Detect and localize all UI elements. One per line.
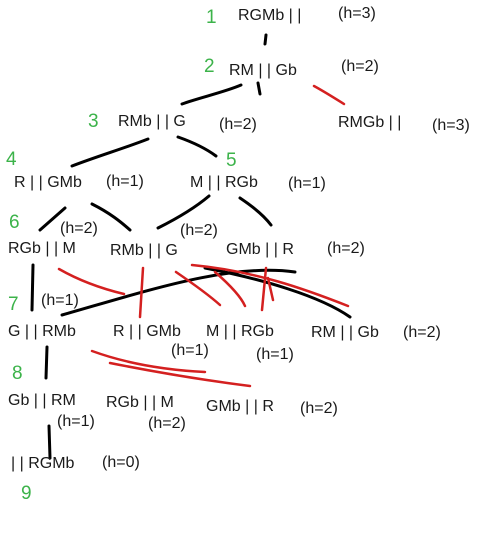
red-strike-2 <box>57 267 126 296</box>
step-number-3: 3 <box>88 111 99 132</box>
red-cross-outs <box>57 84 350 388</box>
node-heuristic: (h=0) <box>102 454 140 471</box>
node-state: RMb | | G <box>110 242 178 259</box>
node-state: Gb | | RM <box>8 392 76 409</box>
node-heuristic: (h=3) <box>432 117 470 134</box>
node-state: GMb | | R <box>206 398 274 415</box>
tree-edge-13 <box>44 345 49 380</box>
tree-edge-3 <box>256 81 262 96</box>
black-edges <box>30 33 352 460</box>
tree-edge-2 <box>180 83 243 106</box>
node-state: RMb | | G <box>118 113 186 130</box>
node-heuristic: (h=1) <box>106 173 144 190</box>
node-state: G | | RMb <box>8 323 76 340</box>
red-strike-10 <box>108 361 252 388</box>
tree-edge-7 <box>90 202 132 232</box>
node-state: RM | | Gb <box>311 324 379 341</box>
node-heuristic: (h=2) <box>180 222 218 239</box>
red-strike-7 <box>260 266 268 312</box>
step-number-9: 9 <box>21 483 32 504</box>
node-heuristic: (h=2) <box>148 415 186 432</box>
step-number-8: 8 <box>12 363 23 384</box>
node-state: RGb | | M <box>106 394 174 411</box>
tree-edge-4 <box>70 137 150 168</box>
red-strike-6 <box>213 270 247 308</box>
node-state: M | | RGb <box>206 323 274 340</box>
step-number-2: 2 <box>204 56 215 77</box>
node-state: GMb | | R <box>226 241 294 258</box>
node-heuristic: (h=1) <box>256 346 294 363</box>
node-state: RGMb | | <box>238 7 302 24</box>
node-state: | | RGMb <box>11 455 75 472</box>
node-heuristic: (h=2) <box>219 116 257 133</box>
tree-edge-12 <box>203 266 352 319</box>
node-state: R | | GMb <box>14 174 82 191</box>
tree-edge-6 <box>38 206 67 232</box>
node-heuristic: (h=2) <box>327 240 365 257</box>
node-heuristic: (h=1) <box>41 292 79 309</box>
step-number-1: 1 <box>206 7 217 28</box>
node-heuristic: (h=3) <box>338 5 376 22</box>
red-strike-3 <box>138 266 145 319</box>
tree-edge-10 <box>30 263 35 312</box>
node-heuristic: (h=2) <box>403 324 441 341</box>
tree-edge-1 <box>263 33 268 46</box>
node-state: RMGb | | <box>338 114 402 131</box>
red-strike-5 <box>174 270 222 307</box>
node-heuristic: (h=2) <box>60 220 98 237</box>
node-state: R | | GMb <box>113 323 181 340</box>
node-heuristic: (h=1) <box>171 342 209 359</box>
node-state: RGb | | M <box>8 240 76 257</box>
tree-edge-9 <box>238 196 273 227</box>
node-heuristic: (h=1) <box>288 175 326 192</box>
node-state: M | | RGb <box>190 174 258 191</box>
node-heuristic: (h=2) <box>300 400 338 417</box>
red-strike-4 <box>190 263 350 308</box>
step-number-5: 5 <box>226 150 237 171</box>
tree-edge-8 <box>156 194 211 230</box>
step-number-6: 6 <box>9 212 20 233</box>
step-number-7: 7 <box>8 294 19 315</box>
step-number-4: 4 <box>6 149 17 170</box>
tree-edge-5 <box>176 135 218 158</box>
red-strike-8 <box>266 276 275 302</box>
tree-edge-14 <box>47 424 52 460</box>
node-heuristic: (h=2) <box>341 58 379 75</box>
node-heuristic: (h=1) <box>57 413 95 430</box>
red-strike-9 <box>90 349 207 374</box>
red-strike-1 <box>312 84 346 106</box>
node-state: RM | | Gb <box>229 62 297 79</box>
